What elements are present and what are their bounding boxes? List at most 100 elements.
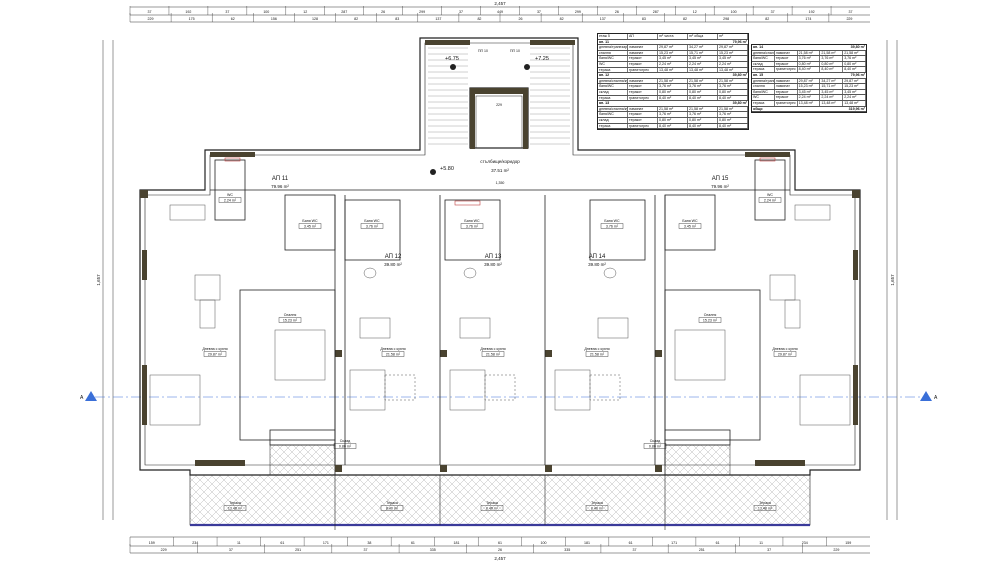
dimension-label: 449 [497,10,503,14]
apartment-area: 79.96 m² [271,184,289,189]
dimension-label: 61 [280,541,284,545]
table-cell: 21,58 m² [688,106,718,112]
section-marker-right-icon [920,391,932,401]
room-area-box [360,223,384,229]
room-name: Тераса [591,501,603,505]
table-cell: 0,80 m² [658,117,688,123]
group-total: 39,80 m² [850,45,865,49]
dimension-label: 83 [395,17,399,21]
table-cell: теракот [775,89,798,95]
table-cell: ламинат [628,45,658,50]
dimension-label: 37 [147,10,151,14]
room-area: 3.76 m² [366,225,379,229]
table-cell: теракот [628,84,658,89]
table-cell: 3,45 m² [658,56,688,61]
table-row: дневна/трапезария/кухняламинат29,87 m²34… [752,78,866,85]
group-title: ап. 11 [599,39,609,44]
table-cell: гранитогрес [775,100,798,106]
table-cell: теракот [628,56,658,61]
table-cell: тераса [598,95,628,101]
table-cell: дневна/спалня/кухня [753,50,775,56]
room-name: Тераса [386,501,398,505]
group-title: ап. 15 [753,72,764,77]
dimension-label: 37 [849,10,853,14]
room-area-box [333,443,357,449]
room-area: 13.48 m² [228,507,243,511]
dimension-label: 251 [295,548,301,552]
table-cell: 0,80 m² [718,89,748,95]
dimension-label: 174 [805,17,811,21]
corridor-length: 1,350 [496,181,505,185]
room-area-box [585,351,609,357]
table-cell: 15,23 m² [658,50,688,56]
dimension-label: 171 [671,541,677,545]
table-cell: 8,40 m² [718,123,748,129]
overall-height-right: 1,657 [890,274,895,286]
room-area: 3.45 m² [684,225,697,229]
table-cell: дневна/спалня/кухня [599,106,628,112]
table-cell: ламинат [628,78,658,84]
dimension-label: 192 [185,10,191,14]
terrace-nook-right [664,444,731,476]
room-area-box [218,197,242,203]
table-cell: 29,87 m² [718,45,748,50]
apartment-name: АП 14 [589,254,606,260]
dimension-label: 287 [341,10,347,14]
table-cell: дневна/трапезария/кухня [599,45,628,50]
table-cell: 34,27 m² [820,78,844,84]
table-cell: 15,71 m² [820,84,844,89]
table-cell: тераса [752,100,775,106]
dimension-label: 61 [498,541,502,545]
header-cell: АП [628,34,658,39]
table-cell: спалня [598,50,628,56]
table-cell: теракот [628,117,658,123]
table-cell: ламинат [775,50,798,56]
dimension-label: 251 [699,548,705,552]
room-area: 8.40 m² [486,507,499,511]
table-cell: 8,40 m² [688,123,718,129]
table-cell: 2,24 m² [820,95,844,100]
dimension-label: 12 [693,10,697,14]
table-cell: 21,58 m² [718,106,748,112]
terrace-nook-left [269,444,336,476]
table-cell: 13,48 m² [820,100,844,106]
dimension-label: 175 [189,17,195,21]
table-cell: 8,40 m² [658,123,688,129]
room-area-box [460,223,484,229]
table-cell: 2,24 m² [658,61,688,67]
group-total: 39,80 m² [732,73,747,78]
table-cell: 21,58 m² [718,78,748,84]
table-cell: дневна/трапезария/кухня [753,78,775,84]
dimension-label: 299 [419,10,425,14]
room-area: 0.80 m² [339,445,352,449]
table-cell: 15,23 m² [843,84,866,89]
room-area-box [753,505,777,511]
table-cell: 15,71 m² [688,50,718,56]
room-area-box [698,317,722,323]
apartment-name: АП 11 [272,176,289,182]
dimension-label: 37 [771,10,775,14]
dimension-label: 37 [633,548,637,552]
dimension-label: 299 [575,10,581,14]
table-cell: 21,58 m² [688,78,718,84]
table-cell: гранитогрес [775,67,798,72]
table-cell: 2,24 m² [798,95,821,100]
room-name: Тераса [759,501,771,505]
dimension-label: 11 [759,541,763,545]
table-cell: 21,58 m² [820,50,844,56]
table-row: дневна/спалня/кухняламинат21,58 m²21,58 … [598,106,748,113]
room-area: 13.48 m² [758,507,773,511]
table-cell: баня/WC [752,56,775,61]
table-cell: теракот [775,95,798,100]
table-cell: 0,80 m² [688,89,718,95]
section-label-left: A [80,395,84,401]
table-cell: 3,76 m² [658,112,688,117]
